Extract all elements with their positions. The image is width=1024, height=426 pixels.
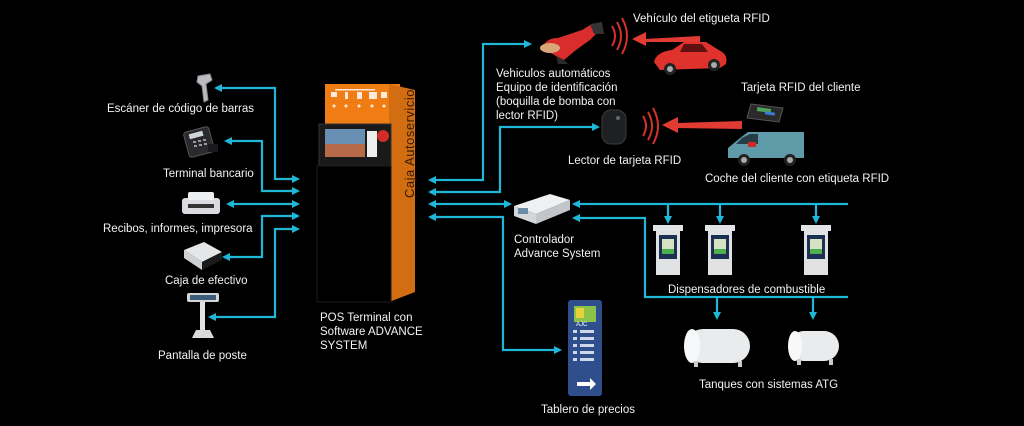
label-nozzle-rfid: Vehiculos automáticos Equipo de identifi… [496,68,618,122]
label-price-board: Tablero de precios [541,404,635,416]
label-tanks: Tanques con sistemas ATG [699,379,839,391]
pole-display-icon [186,292,220,340]
label-printer: Recibos, informes, impresora [103,223,253,235]
label-dispensers: Dispensadores de combustible [668,284,826,296]
price-board-brand: AJC [576,322,588,328]
label-cash-drawer: Caja de efectivo [165,275,248,287]
rfid-arrow-car [644,36,700,42]
label-van: Coche del cliente con etiqueta RFID [705,173,890,185]
red-car-icon [650,34,730,78]
rfid-wave-reader-3 [652,107,659,145]
rfid-reader-icon [600,108,628,146]
fuel-tank-icon [680,325,756,369]
label-pole-display: Pantalla de poste [158,350,247,362]
barcode-scanner-icon [194,72,218,104]
label-barcode-scanner: Escáner de código de barras [107,103,255,115]
label-car-rfid-tag: Vehículo del etigueta RFID [633,13,770,25]
cash-drawer-icon [180,240,226,272]
wire-card-reader [428,123,600,196]
rfid-arrow-van [676,121,742,129]
kiosk-brand-text: Caja Autoservicio [402,89,417,198]
wire-tank-bus [572,214,848,299]
fuel-dispenser-icon [653,225,683,277]
label-controller: Controlador Advance System [514,234,601,260]
label-rfid-reader: Lector de tarjeta RFID [568,155,682,167]
rfid-arrow-car-head [632,32,646,46]
wire-bank-terminal [224,137,300,195]
label-bank-terminal: Terminal bancario [163,168,254,180]
fuel-dispenser-icon [801,225,831,277]
rfid-wave-nozzle-3 [621,17,628,55]
rfid-wave-reader-1 [642,115,647,137]
rfid-wave-nozzle-2 [616,21,622,51]
fuel-nozzle-icon [536,20,606,64]
rfid-wave-reader-2 [647,111,653,141]
price-board-icon [568,300,604,398]
pos-kiosk [315,84,420,304]
fuel-dispenser-icon [705,225,735,277]
wire-pole-display [208,225,300,321]
printer-icon [180,190,222,218]
rfid-arrow-van-head [662,117,678,133]
van-icon [724,128,808,168]
rfid-card-icon [745,100,785,124]
card-terminal-icon [182,126,224,160]
rfid-wave-nozzle-1 [611,25,616,47]
label-rfid-card: Tarjeta RFID del cliente [741,82,861,94]
wire-price-board [428,213,562,354]
fuel-tank-icon [785,327,841,367]
controller-icon [510,192,572,226]
label-pos-terminal: POS Terminal con Software ADVANCE SYSTEM [320,312,423,352]
